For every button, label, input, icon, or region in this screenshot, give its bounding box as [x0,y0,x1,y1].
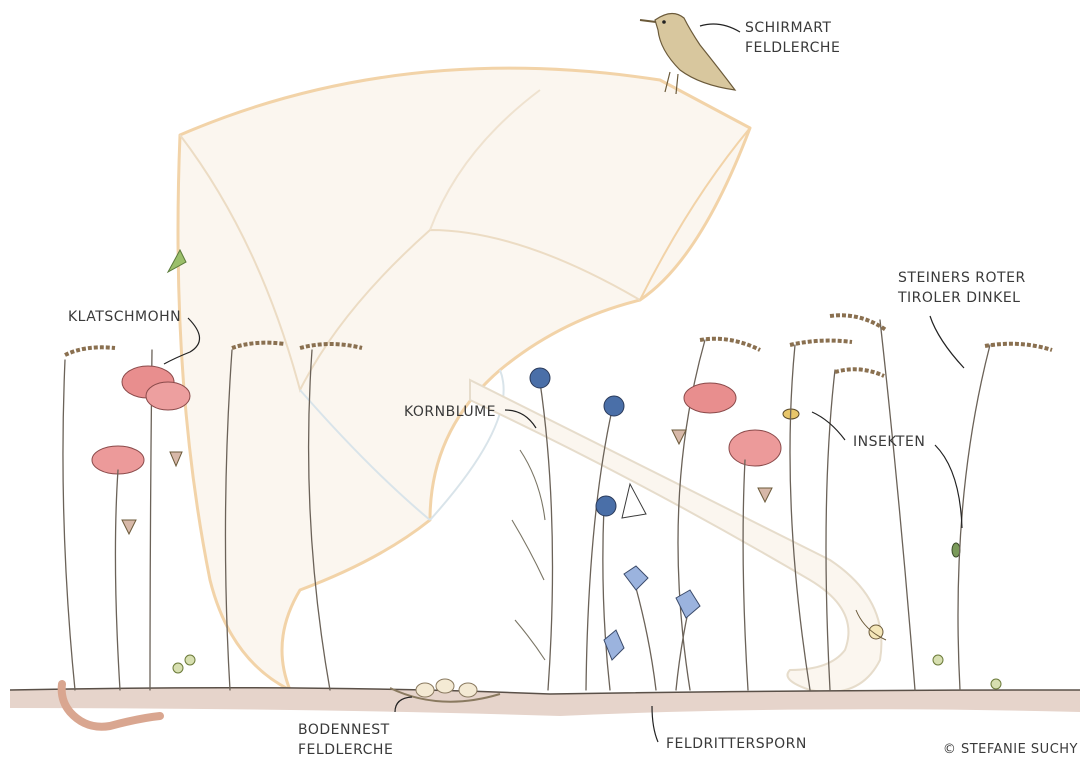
label-ground-nest: BODENNEST FELDLERCHE [298,720,393,760]
label-line: KORNBLUME [404,402,496,422]
label-line: FELDRITTERSPORN [666,734,807,754]
label-poppy: KLATSCHMOHN [68,307,181,327]
copyright-credit: © STEFANIE SUCHY [943,742,1078,757]
label-insects: INSEKTEN [853,432,925,452]
larkspur-flowers [604,566,700,690]
ground [10,688,1080,716]
label-line: TIROLER DINKEL [898,288,1026,308]
label-line: FELDLERCHE [745,38,840,58]
label-line: FELDLERCHE [298,740,393,760]
label-line: BODENNEST [298,720,393,740]
label-line: SCHIRMART [745,18,840,38]
label-line: STEINERS ROTER [898,268,1026,288]
label-line: INSEKTEN [853,432,925,452]
label-skylark-umbrella: SCHIRMART FELDLERCHE [745,18,840,58]
label-cornflower: KORNBLUME [404,402,496,422]
label-larkspur: FELDRITTERSPORN [666,734,807,754]
label-spelt: STEINERS ROTER TIROLER DINKEL [898,268,1026,308]
label-line: KLATSCHMOHN [68,307,181,327]
